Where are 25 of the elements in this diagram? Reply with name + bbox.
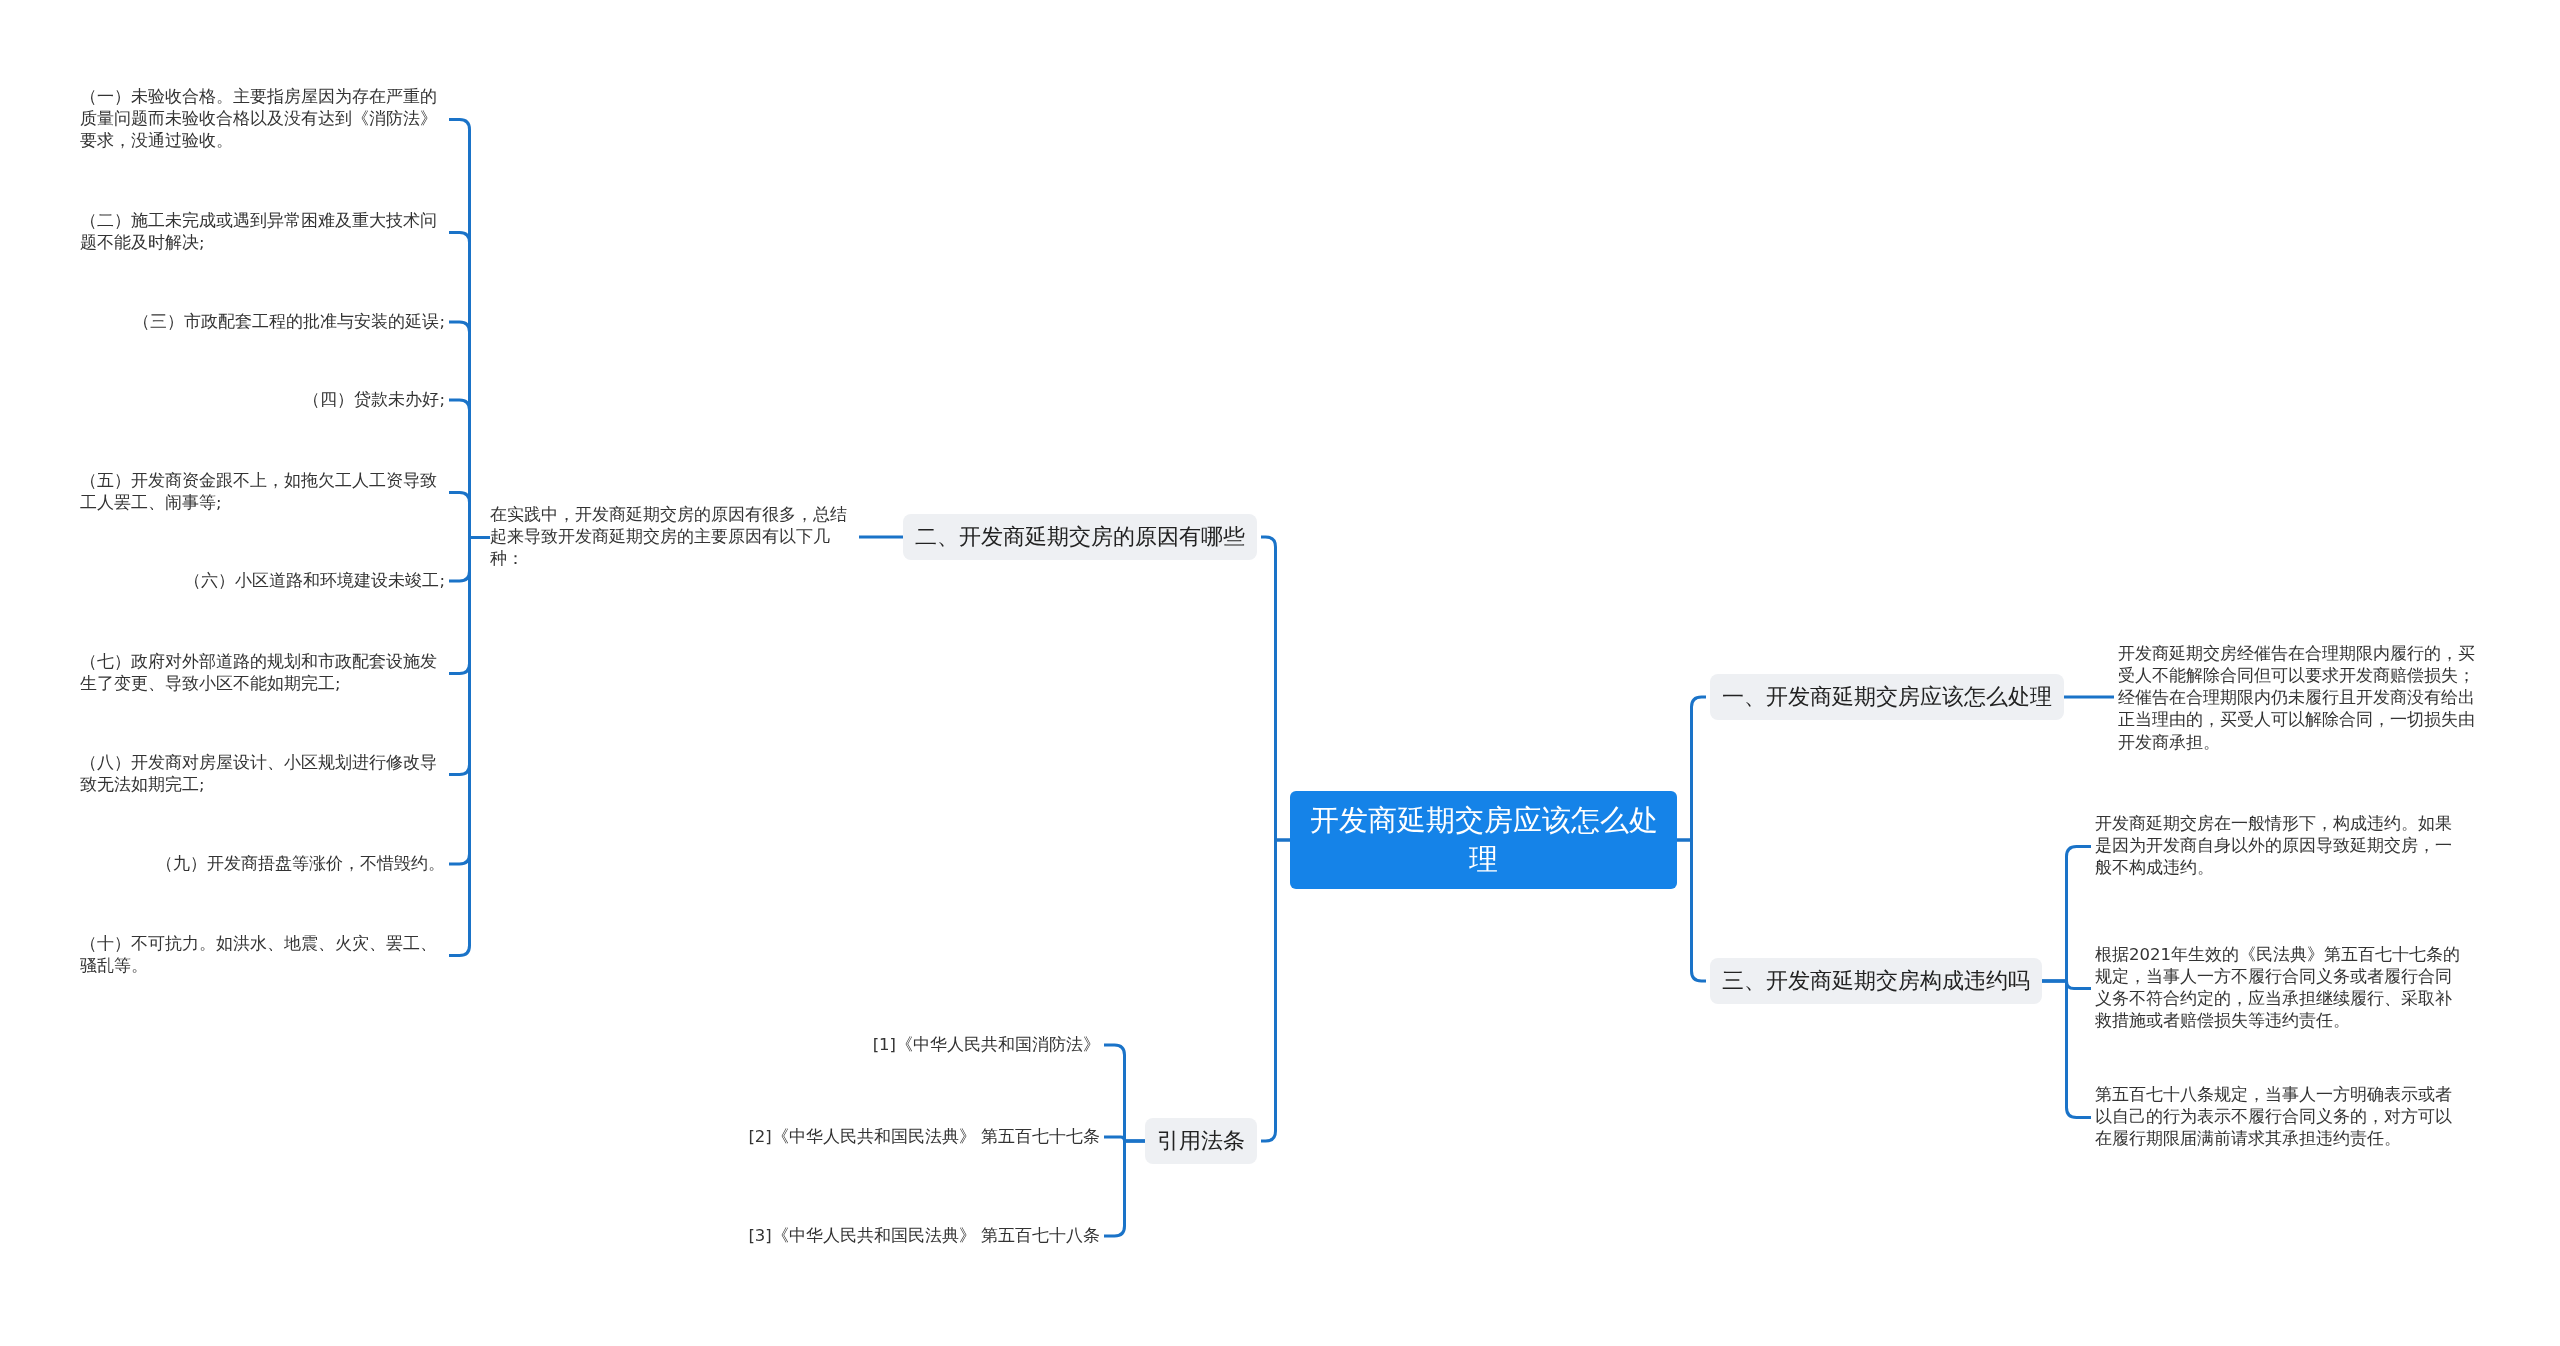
note-text: 在实践中，开发商延期交房的原因有很多，总结起来导致开发商延期交房的主要原因有以下几种：: [490, 503, 855, 571]
connector: [2064, 695, 2114, 699]
note-text: （十）不可抗力。如洪水、地震、火灾、罢工、骚乱等。: [80, 932, 445, 978]
note-text: （三）市政配套工程的批准与安装的延误;: [133, 311, 445, 334]
note-text: （八）开发商对房屋设计、小区规划进行修改导致无法如期完工;: [80, 751, 445, 797]
note-text: （一）未验收合格。主要指房屋因为存在严重的质量问题而未验收合格以及没有达到《消防法》要求，没通过验收。: [80, 85, 445, 153]
note-text: （二）施工未完成或遇到异常困难及重大技术问题不能及时解决;: [80, 209, 445, 255]
note-text: （七）政府对外部道路的规划和市政配套设施发生了变更、导致小区不能如期完工;: [80, 650, 445, 696]
topic-box: 一、开发商延期交房应该怎么处理: [1710, 674, 2064, 720]
note-text: （五）开发商资金跟不上，如拖欠工人工资导致工人罢工、闹事等;: [80, 469, 445, 515]
note-text: [2]《中华人民共和国民法典》 第五百七十七条: [748, 1126, 1100, 1149]
note-text: （四）贷款未办好;: [303, 389, 445, 412]
note-text: [1]《中华人民共和国消防法》: [872, 1034, 1100, 1057]
note-text: [3]《中华人民共和国民法典》 第五百七十八条: [748, 1225, 1100, 1248]
topic-box: 引用法条: [1145, 1118, 1257, 1164]
topic-box: 二、开发商延期交房的原因有哪些: [903, 514, 1257, 560]
central-topic-box: 开发商延期交房应该怎么处理: [1290, 791, 1677, 890]
note-text: 根据2021年生效的《民法典》第五百七十七条的规定，当事人一方不履行合同义务或者履行合同义务不符合约定的，应当承担继续履行、采取补救措施或者赔偿损失等违约责任。: [2095, 943, 2465, 1033]
note-text: （九）开发商捂盘等涨价，不惜毁约。: [156, 853, 445, 876]
note-text: 开发商延期交房经催告在合理期限内履行的，买受人不能解除合同但可以要求开发商赔偿损失；经催告在合理期限内仍未履行且开发商没有给出正当理由的，买受人可以解除合同，一切损失由开发商承担。: [2118, 642, 2483, 754]
note-text: 开发商延期交房在一般情形下，构成违约。如果是因为开发商自身以外的原因导致延期交房，一般不构成违约。: [2095, 812, 2465, 880]
note-text: 第五百七十八条规定，当事人一方明确表示或者以自己的行为表示不履行合同义务的，对方可以在履行期限届满前请求其承担违约责任。: [2095, 1083, 2465, 1151]
topic-box: 三、开发商延期交房构成违约吗: [1710, 958, 2042, 1004]
connector: [859, 535, 903, 539]
note-text: （六）小区道路和环境建设未竣工;: [184, 570, 445, 593]
